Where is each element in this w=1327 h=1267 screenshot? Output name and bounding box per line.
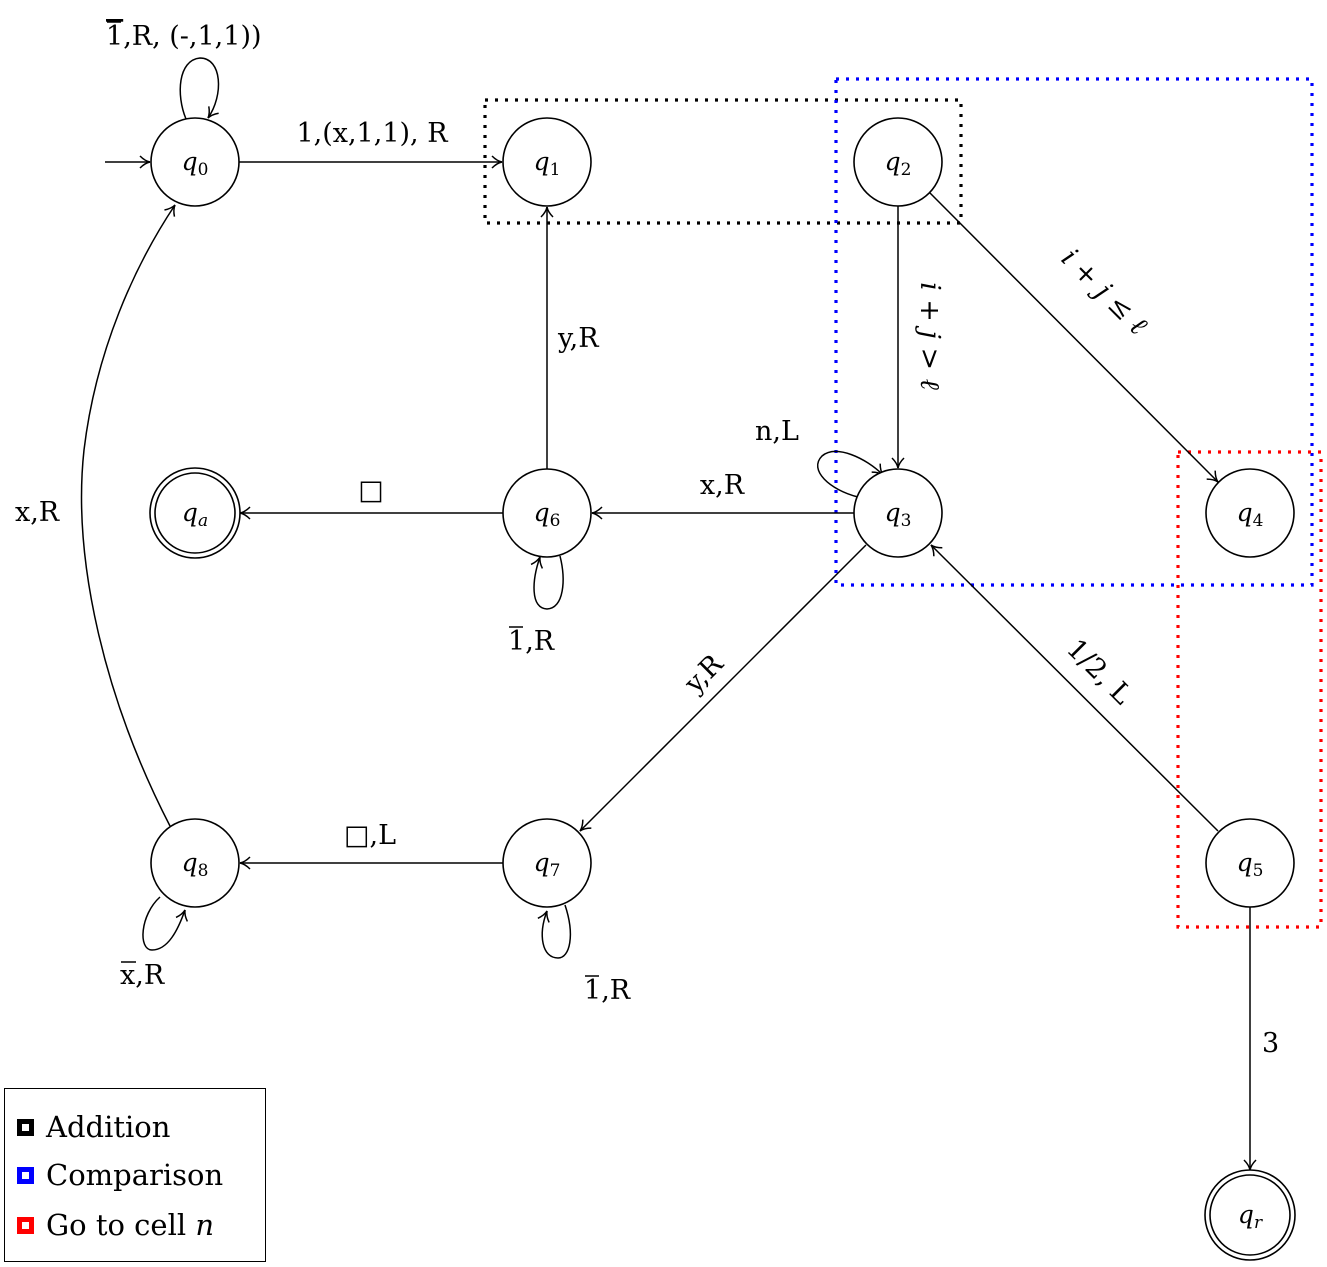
label-q8-loop: x,R: [120, 960, 165, 991]
label-q2-q4: i + j ≤ ℓ: [1055, 243, 1154, 342]
legend-label-goto-cell: Go to cell n: [46, 1208, 215, 1242]
edge-q3-q7: [579, 544, 867, 832]
goto-cell-group-box: [1176, 450, 1323, 929]
legend-label-comparison: Comparison: [46, 1158, 224, 1192]
svg-text:qr: qr: [1238, 1200, 1263, 1233]
label-q3-loop: n,L: [755, 416, 799, 447]
svg-text:q6: q6: [534, 498, 561, 531]
svg-text:q1: q1: [534, 147, 561, 180]
legend-label-addition: Addition: [46, 1110, 171, 1144]
edge-q0-loop: [179, 57, 220, 120]
legend: Addition Comparison Go to cell n: [4, 1088, 266, 1262]
label-q5-q3: 1/2, L: [1060, 633, 1138, 711]
state-q7: q7: [502, 818, 592, 908]
svg-text:q3: q3: [885, 498, 912, 531]
label-q6-q1: y,R: [557, 323, 599, 354]
edge-q6-loop: [530, 555, 564, 610]
state-q6: q6: [502, 468, 592, 558]
legend-item-addition: Addition: [17, 1107, 170, 1147]
legend-item-goto-cell: Go to cell n: [17, 1205, 214, 1245]
state-q3: q3: [853, 468, 943, 558]
edge-q5-q3: [930, 544, 1219, 832]
state-qa-accepting: qa: [149, 467, 241, 559]
legend-item-comparison: Comparison: [17, 1155, 223, 1195]
label-q5-qr: 3: [1262, 1028, 1279, 1059]
label-q3-q6: x,R: [700, 470, 745, 501]
state-qr-rejecting: qr: [1204, 1169, 1296, 1261]
state-q2: q2: [853, 117, 943, 207]
state-q8: q8: [150, 818, 240, 908]
label-q6-qa: □: [358, 475, 384, 506]
goto-cell-swatch-icon: [17, 1216, 34, 1234]
comparison-group-box: [834, 77, 1314, 587]
label-q2-q3: i + j > ℓ: [914, 282, 945, 391]
label-q0-loop: 1,R, (-,1,1)): [106, 21, 262, 52]
edge-q8-loop: [142, 896, 189, 951]
label-q3-q7: y,R: [678, 648, 730, 700]
svg-text:q4: q4: [1237, 498, 1264, 531]
state-q4: q4: [1205, 468, 1295, 558]
svg-text:q7: q7: [534, 848, 561, 881]
svg-text:q8: q8: [182, 848, 209, 881]
label-q8-q0: x,R: [15, 497, 60, 528]
state-q0: q0: [150, 117, 240, 207]
svg-text:q5: q5: [1237, 848, 1264, 881]
addition-swatch-icon: [17, 1118, 34, 1136]
label-q7-loop: 1,R: [584, 975, 631, 1006]
edge-q2-q4: [929, 192, 1219, 483]
comparison-swatch-icon: [17, 1166, 34, 1184]
svg-text:qa: qa: [182, 498, 208, 531]
label-q6-loop: 1,R: [508, 626, 555, 657]
edge-q7-loop: [537, 904, 572, 959]
edge-q3-loop: [816, 450, 884, 498]
state-q1: q1: [502, 117, 592, 207]
label-q7-q8: □,L: [344, 820, 396, 851]
label-q0-q1: 1,(x,1,1), R: [296, 118, 448, 149]
svg-text:q0: q0: [182, 147, 209, 180]
edge-q8-q0: [80, 204, 176, 827]
svg-text:q2: q2: [885, 147, 912, 180]
state-q5: q5: [1205, 818, 1295, 908]
